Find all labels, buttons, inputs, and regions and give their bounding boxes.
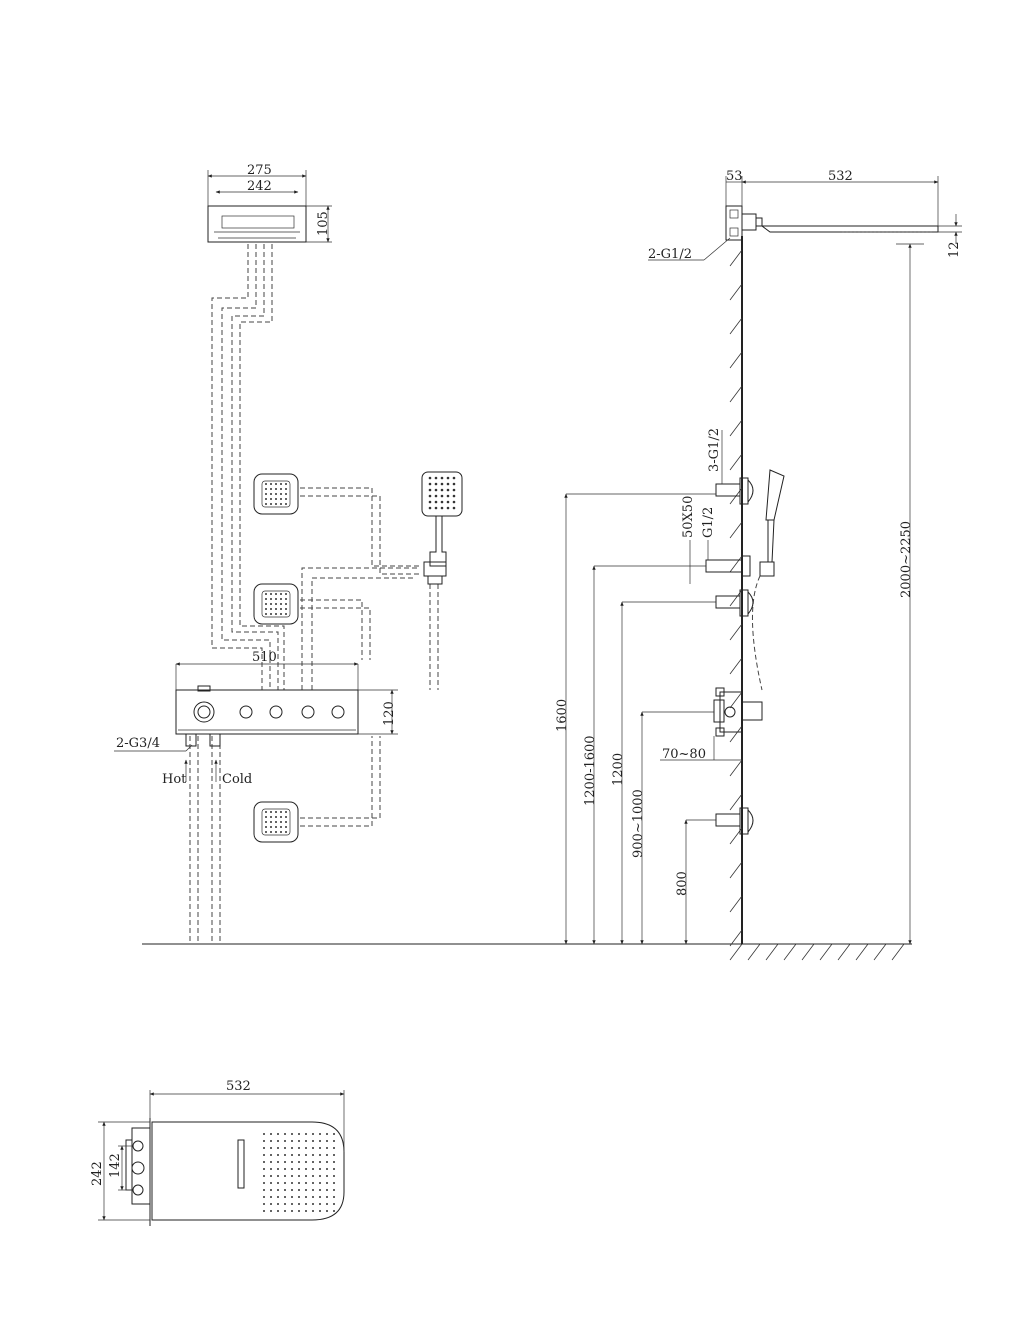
dim-plan-242 [98,1121,150,1221]
top-rain-unit [207,205,307,243]
dim-plan-242-text: 242 [90,1161,105,1186]
dim-top-height [306,205,332,243]
body-jet-upper [253,473,299,515]
side-mixer [713,687,763,737]
dim-panel-120: 120 [382,701,397,726]
dim-800: 800 [675,871,690,896]
hand-shower [421,471,463,585]
dim-plan-142 [118,1145,132,1191]
side-jet-middle [715,589,754,617]
dim-900-1000: 900~1000 [631,789,646,858]
floor-hatch [729,943,905,961]
body-jet-middle [253,583,299,625]
body-jet-lower [253,801,299,843]
dim-70-80-text: 70~80 [662,747,706,762]
dim-plan-532-text: 532 [226,1079,251,1094]
dim-2000-2250: 2000~2250 [899,521,914,598]
concealed-pipes [189,244,439,944]
dim-side-53-text: 53 [726,169,743,184]
height-dimensions [564,243,924,945]
label-3-g12: 3-G1/2 [707,428,722,472]
dim-side-12 [938,214,962,244]
dim-panel-height [358,689,398,735]
cold-label: Cold [222,772,252,787]
side-jet-lower [715,807,754,835]
side-hand-holder [705,469,785,691]
dim-70-80 [660,736,742,761]
inlet-label: 2-G3/4 [116,736,160,751]
dim-1200-1600: 1200-1600 [583,735,598,806]
control-panel [175,685,359,747]
dim-plan-142-text: 142 [108,1153,123,1178]
dim-top-242: 242 [247,179,272,194]
dim-panel-width [175,662,359,690]
dim-side-532-text: 532 [828,169,853,184]
dim-top-275: 275 [247,163,272,178]
inlet-leader [114,744,193,752]
dim-top-105: 105 [316,211,331,236]
side-jet-upper [715,477,754,505]
dim-side-12-text: 12 [947,241,962,258]
dim-1200: 1200 [611,753,626,786]
dim-panel-510: 510 [252,650,277,665]
dim-1600: 1600 [555,699,570,732]
dim-plan-532 [149,1090,345,1152]
plan-view-head [125,1118,345,1226]
dim-top-width-outer [207,170,307,206]
hot-label: Hot [162,772,187,787]
label-50x50: 50X50 [681,496,696,538]
leader-2-g12 [648,237,731,261]
side-rain-arm [725,205,939,241]
label-g12: G1/2 [701,507,716,538]
dim-side-532 [741,176,939,226]
label-2-g12: 2-G1/2 [648,247,692,262]
